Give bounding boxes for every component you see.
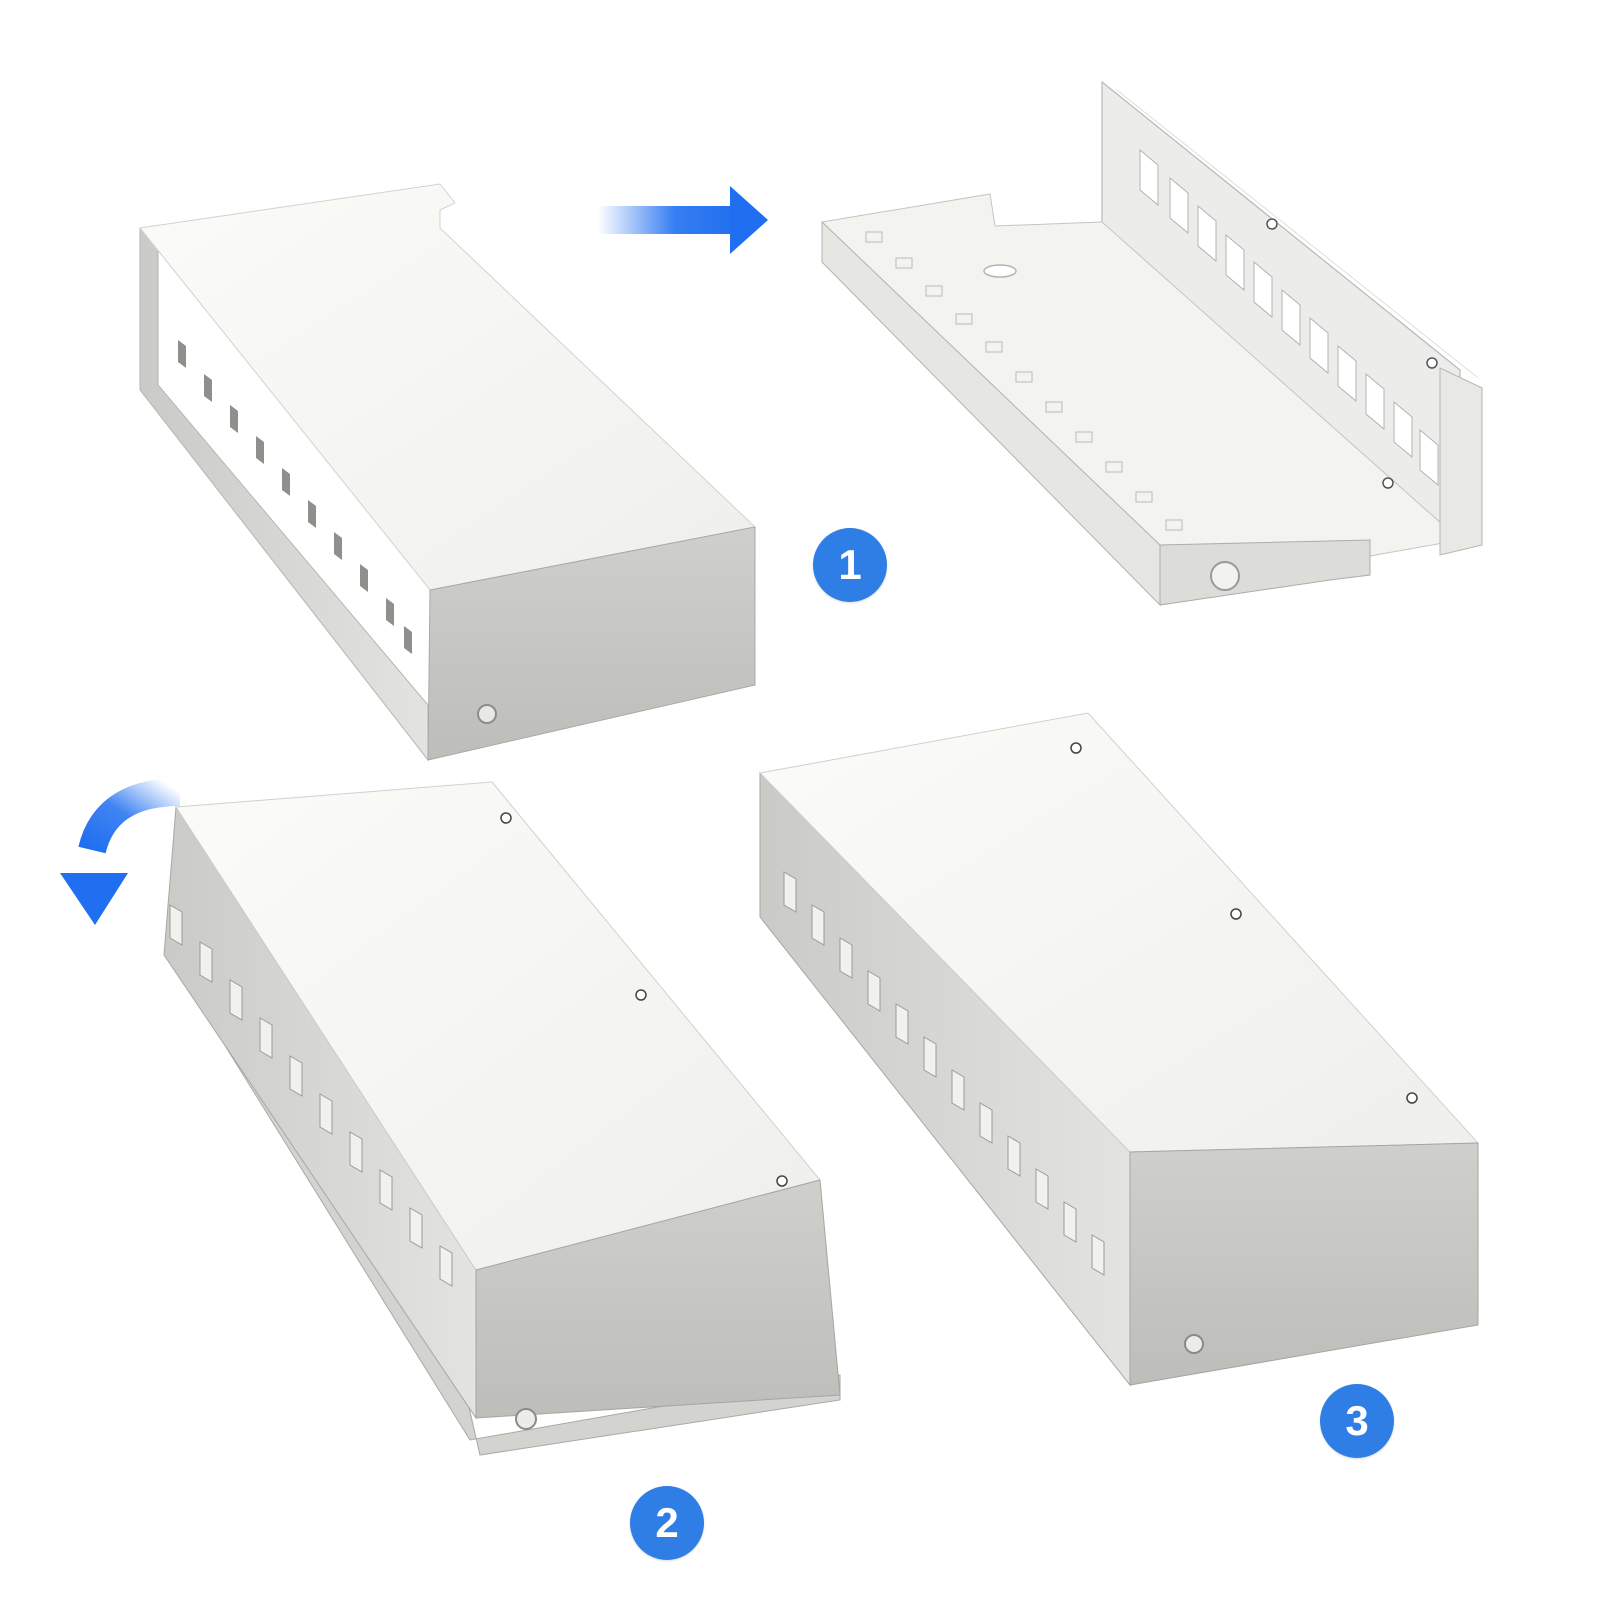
base-tray-step1 — [820, 80, 1483, 607]
step-2-number: 2 — [655, 1499, 679, 1546]
tray-right-side — [1439, 367, 1483, 556]
step-3-badge: 3 — [1320, 1384, 1394, 1458]
closed-assembly-step3 — [758, 712, 1480, 1387]
assembly-front-face — [475, 1179, 841, 1419]
tray-end-panel — [1159, 539, 1371, 606]
keystone-slots — [1139, 148, 1439, 487]
curved-arrow-down-left-icon — [60, 778, 181, 925]
step-1-badge: 1 — [813, 528, 887, 602]
step-2-badge: 2 — [630, 1486, 704, 1560]
tray-end-hole — [1210, 561, 1240, 591]
cover-top-surface — [139, 183, 757, 591]
cover-unit-step1 — [139, 183, 757, 762]
cover-front-face — [427, 526, 756, 761]
cover-side-slots — [182, 511, 190, 536]
closed-front-face — [1129, 1142, 1479, 1386]
step-1-number: 1 — [838, 541, 862, 588]
arrow-right-icon — [598, 186, 768, 254]
cover-front-hole — [477, 704, 497, 724]
tilted-assembly-step2 — [163, 781, 841, 1456]
step-3-number: 3 — [1345, 1397, 1369, 1444]
